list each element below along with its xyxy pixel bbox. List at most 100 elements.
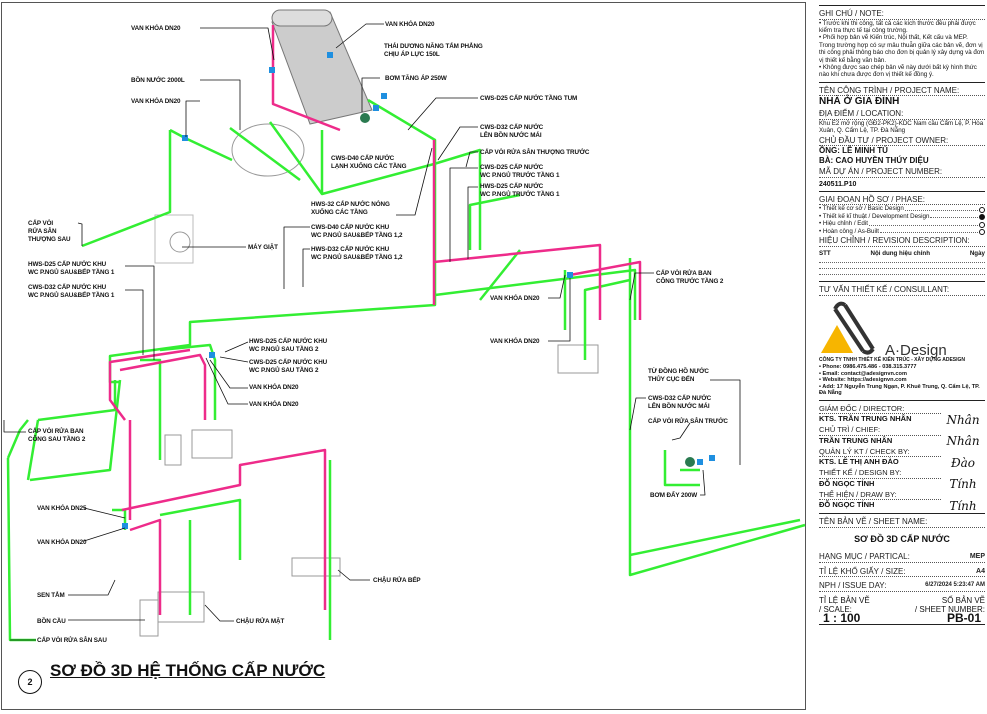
signatory: GIÁM ĐỐC / DIRECTOR:KTS. TRẦN TRUNG NHÂN… bbox=[819, 403, 985, 426]
owner-heading: CHỦ ĐẦU TƯ / PROJECT OWNER: bbox=[819, 136, 985, 147]
title-block: GHI CHÚ / NOTE: • Trước khi thi công, tấ… bbox=[819, 2, 985, 626]
pipe-label-line: BỒN NƯỚC 2000L bbox=[131, 77, 185, 84]
leader-line bbox=[548, 274, 566, 299]
signature-icon: Tính bbox=[949, 477, 977, 492]
contact-line: • Phone: 0986.475.486 - 038.315.3777 bbox=[819, 363, 917, 370]
pipe-label-line: VAN KHÓA DN20 bbox=[249, 401, 299, 408]
leader-line bbox=[224, 341, 249, 353]
pipe-label-line: LÊN BỒN NƯỚC MÁI bbox=[480, 132, 542, 139]
cold-water-pipe bbox=[140, 358, 162, 460]
scale-label-en: / SCALE: bbox=[819, 604, 852, 614]
scale-values: 1 : 100 PB-01 bbox=[819, 611, 985, 626]
leader-line bbox=[467, 186, 478, 259]
leader-line bbox=[361, 77, 380, 112]
pipe-label: BỒN NƯỚC 2000L bbox=[131, 77, 185, 85]
person-name: KTS. TRẦN TRUNG NHÂN bbox=[819, 414, 912, 424]
scale-label: TỈ LỆ BẢN VẼ bbox=[819, 595, 870, 605]
leader-line bbox=[209, 359, 248, 389]
pipe-label-line: CẤP VÒI RỬA BAN bbox=[656, 270, 712, 277]
partical-value: MEP bbox=[969, 553, 985, 561]
leader-line bbox=[700, 469, 706, 496]
phase-label: • Hoàn công / As-Built bbox=[819, 227, 879, 235]
cold-water-pipe bbox=[629, 518, 801, 557]
pipe-label: VAN KHÓA DN20 bbox=[131, 25, 181, 33]
pipe-label-line: VAN KHÓA DN20 bbox=[385, 21, 435, 28]
contact-line: • Email: contact@adesignvn.com bbox=[819, 370, 907, 377]
phase-item: • Thiết kế cơ sở / Basic Design bbox=[819, 205, 985, 213]
pipe-label: MÁY GIẶT bbox=[248, 244, 278, 252]
hot-water-pipe bbox=[119, 353, 207, 420]
cold-water-pipe bbox=[434, 268, 637, 320]
pipe-label-line: RỬA SÂN bbox=[28, 228, 57, 235]
valve-icon bbox=[122, 523, 128, 529]
pipe-label-line: HWS-D32 CẤP NƯỚC KHU bbox=[311, 246, 390, 253]
basin-cabinet-icon bbox=[557, 344, 599, 374]
kitchen-sink-icon bbox=[291, 557, 341, 577]
toilet-icon bbox=[164, 434, 182, 466]
person-name: ĐỖ NGỌC TÍNH bbox=[819, 478, 875, 488]
pipe-label: VAN KHÓA DN20 bbox=[385, 21, 435, 29]
pipe-label-line: CWS-D32 CẤP NƯỚC KHU bbox=[28, 284, 107, 291]
cold-water-pipe bbox=[468, 193, 521, 250]
leader-line bbox=[3, 420, 26, 433]
phase-list: • Thiết kế cơ sở / Basic Design• Thiết k… bbox=[819, 205, 985, 236]
pipe-label-line: VAN KHÓA DN20 bbox=[131, 98, 181, 105]
cold-water-pipe bbox=[479, 249, 521, 301]
person-name: KTS. LÊ THỊ ANH ĐÀO bbox=[819, 457, 899, 467]
valve-icon bbox=[567, 272, 573, 278]
person-name: TRẦN TRUNG NHÂN bbox=[819, 435, 893, 445]
leader-line bbox=[407, 97, 478, 131]
role: CHỦ TRÌ / CHIEF: bbox=[819, 425, 941, 436]
signatory: QUẢN LÝ KT / CHECK BY:KTS. LÊ THỊ ANH ĐÀ… bbox=[819, 446, 985, 470]
role: THỂ HIỆN / DRAW BY: bbox=[819, 490, 941, 501]
solar-panel-icon bbox=[271, 11, 373, 125]
pipe-diagram bbox=[3, 9, 806, 642]
pipe-label-line: CWS-D25 CẤP NƯỚC bbox=[480, 164, 544, 171]
issue-row: NPH / ISSUE DAY: 6/27/2024 5:23:47 AM bbox=[819, 581, 985, 592]
leader-line bbox=[205, 357, 248, 405]
size-row: TỈ LỆ KHỔ GIẤY / SIZE:A4 bbox=[819, 567, 985, 578]
leader-line bbox=[83, 527, 126, 542]
pipe-label: CHẬU RỬA MẶT bbox=[236, 618, 284, 626]
signature-icon: Đào bbox=[950, 455, 976, 470]
pipe-label: VAN KHÓA DN20 bbox=[37, 539, 87, 547]
pipe-label-line: CẤP VÒI RỬA BAN bbox=[28, 428, 84, 435]
leader-line bbox=[204, 604, 234, 622]
pipe-label-line: BƠM ĐẨY 200W bbox=[650, 492, 698, 499]
role: THIẾT KẾ / DESIGN BY: bbox=[819, 468, 941, 479]
pipe-label-line: WC P.NGỦ TRƯỚC TẦNG 1 bbox=[480, 172, 560, 179]
pipe-label-line: VAN KHÓA DN20 bbox=[131, 25, 181, 32]
pipe-label: SEN TẮM bbox=[37, 592, 65, 600]
note-1: • Trước khi thi công, tất cả các kích th… bbox=[819, 19, 976, 34]
valve-icon bbox=[709, 455, 715, 461]
leader-line bbox=[396, 147, 433, 216]
issue-value: 6/27/2024 5:23:47 AM bbox=[925, 582, 985, 589]
cold-water-pipe bbox=[169, 128, 233, 162]
cold-water-pipe bbox=[6, 457, 36, 642]
logo-text: A·Design bbox=[885, 342, 947, 360]
valve-icon bbox=[182, 135, 188, 141]
issue-label: NPH / ISSUE DAY: bbox=[819, 581, 887, 591]
project-number-heading: MÃ DỰ ÁN / PROJECT NUMBER: bbox=[819, 167, 985, 178]
valve-icon bbox=[697, 459, 703, 465]
rev-col-content: Nội dung hiệu chỉnh bbox=[870, 249, 930, 257]
pipe-label-line: WC P.NGỦ SAU TẦNG 2 bbox=[249, 367, 319, 374]
valve-icon bbox=[381, 93, 387, 99]
water-tank-icon bbox=[231, 123, 305, 177]
valve-icon bbox=[269, 67, 275, 73]
project-number: 240511.P10 bbox=[819, 180, 857, 188]
project-name: NHÀ Ở GIA ĐÌNH bbox=[819, 96, 900, 108]
pipe-label-line: CẤP VÒI RỬA SÂN SAU bbox=[37, 637, 107, 644]
pipe-label-line: WC P.NGỦ SAU&BẾP TẦNG 1 bbox=[28, 292, 115, 299]
pipe-label-line: THỦY CỤC ĐẾN bbox=[648, 376, 695, 383]
pipe-label-line: WC P.NGỦ SAU&BẾP TẦNG 1 bbox=[28, 269, 115, 276]
pipe-label-line: WC P.NGỦ SAU TẦNG 2 bbox=[249, 346, 319, 353]
pipe-label: VAN KHÓA DN20 bbox=[490, 338, 540, 346]
filled-circle-icon bbox=[979, 214, 985, 221]
pipe-label-line: LẠNH XUỐNG CÁC TẦNG bbox=[331, 163, 407, 170]
